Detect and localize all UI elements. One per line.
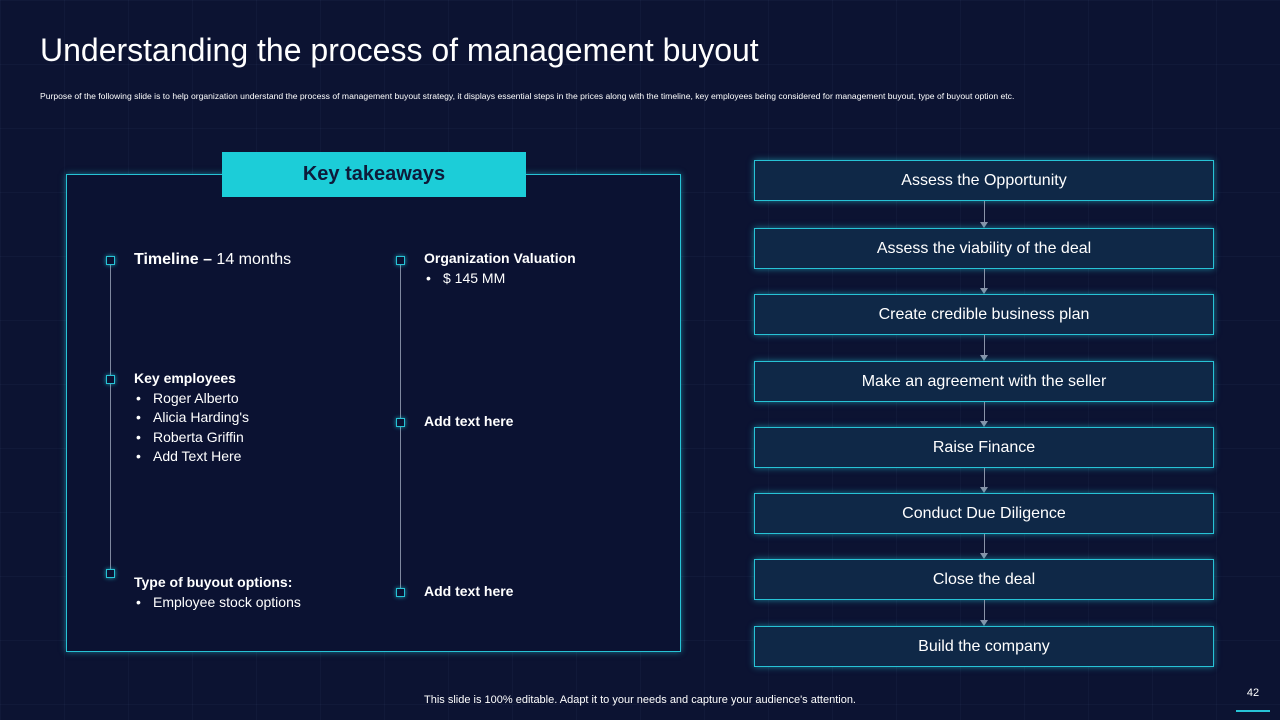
placeholder-node-1 xyxy=(396,418,405,427)
key-employees-list: Roger Alberto Alicia Harding's Roberta G… xyxy=(134,389,249,467)
placeholder-text-2: Add text here xyxy=(424,582,513,602)
left-timeline-line xyxy=(110,260,111,574)
takeaways-header: Key takeaways xyxy=(222,152,526,197)
slide-subtitle: Purpose of the following slide is to hel… xyxy=(40,91,1015,101)
valuation-list: $ 145 MM xyxy=(424,269,576,289)
process-step-7: Close the deal xyxy=(754,559,1214,600)
step-arrow xyxy=(980,201,989,228)
buyout-options-list: Employee stock options xyxy=(134,593,301,613)
page-number: 42 xyxy=(1246,687,1260,699)
key-employees-block: Key employees Roger Alberto Alicia Hardi… xyxy=(134,369,249,467)
step-arrow xyxy=(980,600,989,626)
step-arrow xyxy=(980,335,989,361)
valuation-block: Organization Valuation $ 145 MM xyxy=(424,249,576,288)
process-step-1: Assess the Opportunity xyxy=(754,160,1214,201)
step-arrow xyxy=(980,402,989,427)
slide-title: Understanding the process of management … xyxy=(40,32,759,68)
page-number-underline xyxy=(1236,710,1270,712)
placeholder-label-2: Add text here xyxy=(424,583,514,599)
step-arrow xyxy=(980,269,989,294)
placeholder-node-2 xyxy=(396,588,405,597)
footer-note: This slide is 100% editable. Adapt it to… xyxy=(424,694,856,706)
valuation-node xyxy=(396,256,405,265)
valuation-heading: Organization Valuation xyxy=(424,250,576,266)
step-arrow xyxy=(980,468,989,493)
process-step-6: Conduct Due Diligence xyxy=(754,493,1214,534)
buyout-options-heading: Type of buyout options: xyxy=(134,574,293,590)
key-employees-heading: Key employees xyxy=(134,370,236,386)
step-arrow xyxy=(980,534,989,559)
placeholder-text-1: Add text here xyxy=(424,412,513,432)
process-step-2: Assess the viability of the deal xyxy=(754,228,1214,269)
list-item: Roberta Griffin xyxy=(134,428,249,448)
process-step-5: Raise Finance xyxy=(754,427,1214,468)
list-item: Add Text Here xyxy=(134,447,249,467)
timeline-value: 14 months xyxy=(211,251,292,268)
buyout-options-node xyxy=(106,569,115,578)
placeholder-label-1: Add text here xyxy=(424,413,514,429)
list-item: $ 145 MM xyxy=(424,269,576,289)
process-step-3: Create credible business plan xyxy=(754,294,1214,335)
timeline-label: Timeline – xyxy=(134,251,212,268)
list-item: Roger Alberto xyxy=(134,389,249,409)
key-employees-node xyxy=(106,375,115,384)
timeline-block: Timeline – 14 months xyxy=(134,250,291,270)
buyout-options-block: Type of buyout options: Employee stock o… xyxy=(134,573,301,612)
process-step-8: Build the company xyxy=(754,626,1214,667)
list-item: Employee stock options xyxy=(134,593,301,613)
process-step-4: Make an agreement with the seller xyxy=(754,361,1214,402)
timeline-node xyxy=(106,256,115,265)
list-item: Alicia Harding's xyxy=(134,408,249,428)
